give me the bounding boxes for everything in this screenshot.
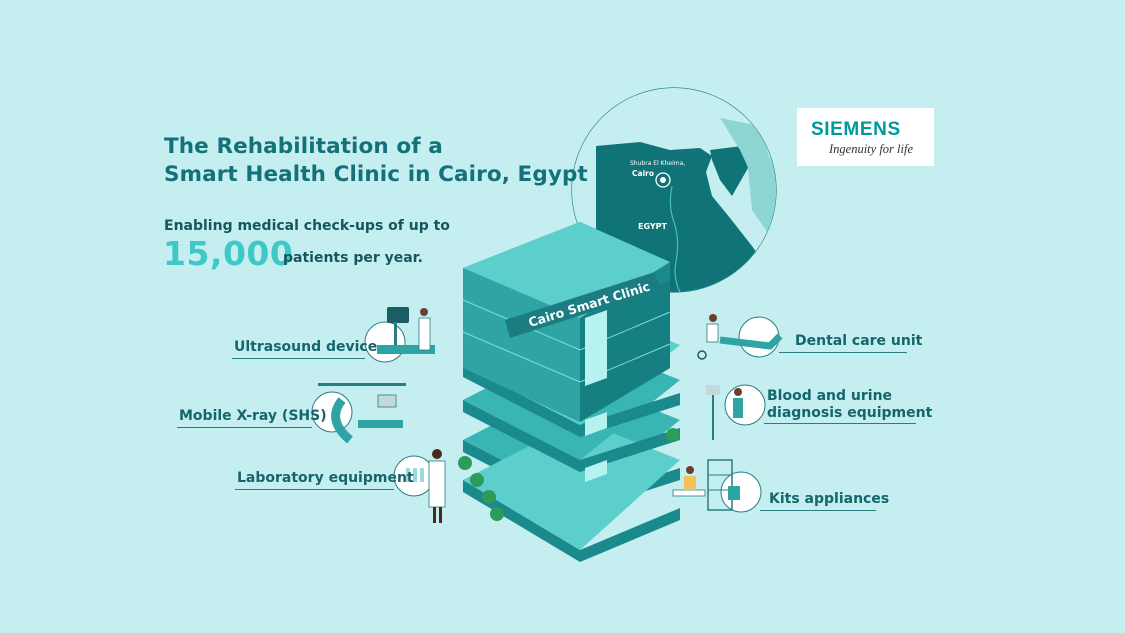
stat-suffix: patients per year. (283, 250, 423, 266)
siemens-logo: SIEMENS Ingenuity for life (797, 108, 934, 166)
tree-icons (458, 428, 680, 521)
label-blood-urine-line2: diagnosis equipment (767, 405, 933, 421)
dental-care-unit-icon (697, 314, 783, 360)
label-laboratory-equipment: Laboratory equipment (237, 470, 414, 486)
subtitle: Enabling medical check-ups of up to (164, 218, 450, 234)
label-dental-care-unit: Dental care unit (795, 333, 923, 349)
map-location-line2: Cairo (632, 169, 654, 178)
stat-number: 15,000 (163, 234, 294, 273)
underline-kits (760, 510, 876, 511)
blood-urine-diagnosis-icon (706, 384, 766, 440)
underline-dental (779, 352, 907, 353)
mobile-xray-icon (311, 383, 406, 444)
logo-tagline: Ingenuity for life (829, 142, 914, 156)
kits-appliances-icon (672, 459, 762, 513)
map-location-line1: Shubra El Kheima, (630, 160, 685, 167)
label-kits-appliances: Kits appliances (769, 491, 890, 507)
underline-mobile-xray (177, 427, 312, 428)
label-ultrasound-device: Ultrasound device (234, 339, 378, 355)
clinic-building (458, 222, 680, 562)
ultrasound-device-icon (364, 307, 435, 363)
underline-ultrasound (232, 358, 365, 359)
underline-blood-urine (764, 423, 916, 424)
underline-laboratory (235, 489, 394, 490)
label-mobile-xray: Mobile X-ray (SHS) (179, 408, 327, 424)
page-title: The Rehabilitation of a Smart Health Cli… (164, 133, 588, 189)
label-blood-urine-line1: Blood and urine (767, 388, 893, 404)
laboratory-equipment-icon (393, 449, 446, 523)
title-line-2: Smart Health Clinic in Cairo, Egypt (164, 162, 588, 187)
logo-brand: SIEMENS (811, 119, 901, 140)
title-line-1: The Rehabilitation of a (164, 134, 443, 159)
egypt-map: Shubra El Kheima, Cairo EGYPT (571, 87, 777, 293)
map-country-label: EGYPT (638, 222, 668, 231)
label-blood-urine: Blood and urine diagnosis equipment (767, 388, 932, 422)
